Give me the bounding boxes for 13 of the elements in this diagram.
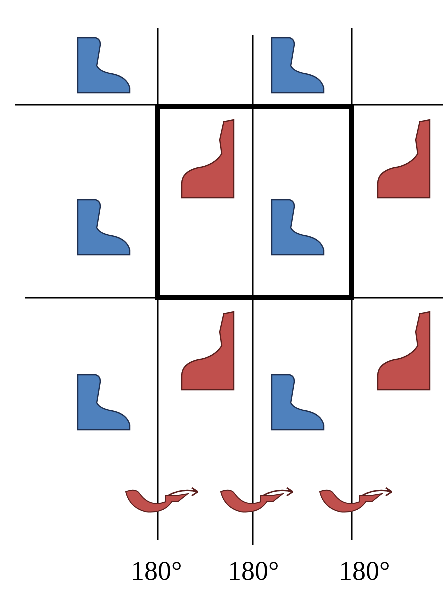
angle-label: 180° [131, 556, 182, 587]
boot-shape [377, 311, 431, 391]
angle-label: 180° [339, 556, 390, 587]
boot-shape [181, 119, 235, 199]
boot-shape [271, 199, 325, 256]
boot-shape [271, 374, 325, 431]
boot-shape [77, 37, 131, 94]
boot-shape [77, 374, 131, 431]
boot-shape [181, 311, 235, 391]
boot-shape [271, 37, 325, 94]
angle-label: 180° [228, 556, 280, 587]
boot-shape [77, 199, 131, 256]
boot-shape [377, 119, 431, 199]
